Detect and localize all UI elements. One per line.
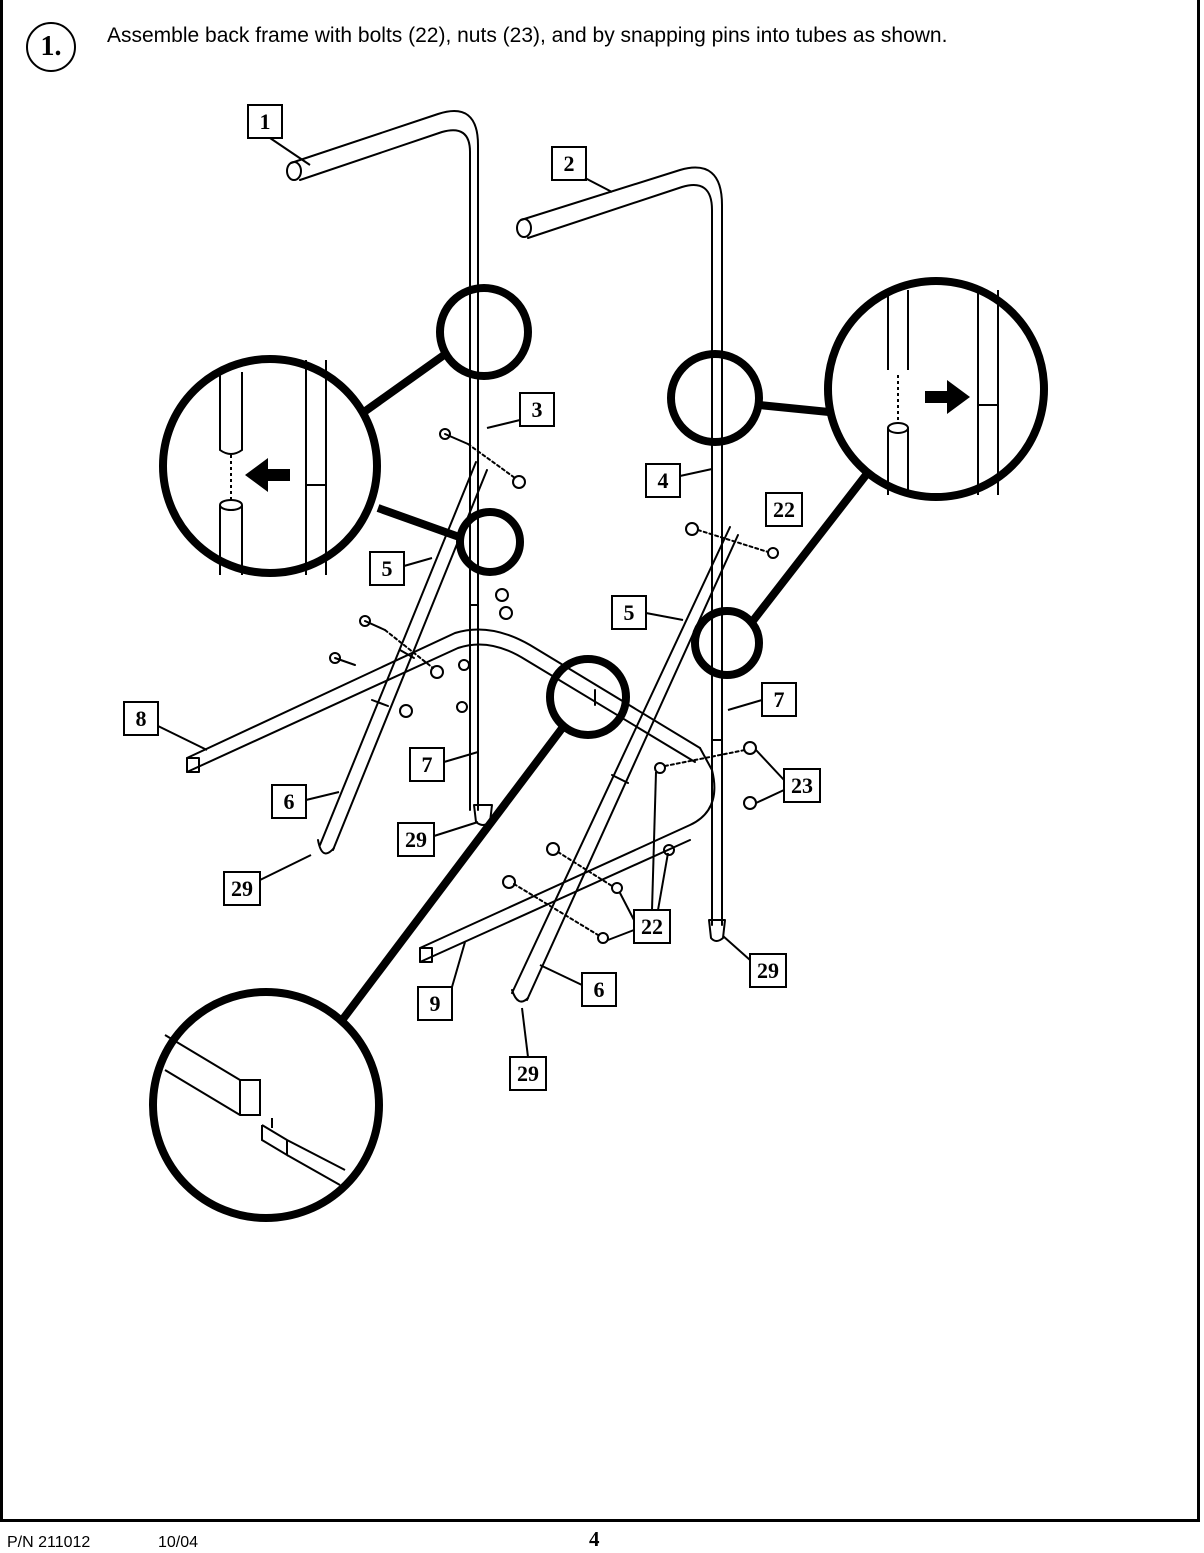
fastener-dash-lines	[384, 443, 769, 936]
fasteners	[329, 428, 779, 944]
page-number: 4	[589, 1527, 600, 1551]
crossbar-9	[419, 747, 716, 963]
callout-6-left: 6	[284, 789, 295, 814]
callout-5-right: 5	[624, 600, 635, 625]
callout-7-right: 7	[774, 687, 785, 712]
callout-6-right: 6	[594, 977, 605, 1002]
callout-2: 2	[564, 151, 575, 176]
step-number-badge: 1.	[26, 22, 76, 72]
callout-9: 9	[430, 991, 441, 1016]
callout-29-c: 29	[757, 958, 779, 983]
step-number: 1.	[40, 31, 62, 62]
tube-2	[516, 166, 723, 926]
callout-29-d: 29	[517, 1061, 539, 1086]
right-detail-contents	[887, 290, 999, 495]
leader-lines	[157, 137, 785, 1058]
callout-22-bottom: 22	[641, 914, 663, 939]
arrow-right-icon	[925, 380, 970, 414]
callout-22-top: 22	[773, 497, 795, 522]
detail-views	[149, 277, 1048, 1222]
callout-4: 4	[658, 468, 669, 493]
tube-1	[286, 110, 479, 811]
crossbar-8	[186, 628, 701, 773]
callout-23: 23	[791, 773, 813, 798]
callout-1: 1	[260, 109, 271, 134]
left-detail-contents	[219, 360, 327, 575]
callout-29-b: 29	[231, 876, 253, 901]
callout-5-left: 5	[382, 556, 393, 581]
right-brace	[511, 526, 739, 1003]
revision-date: 10/04	[158, 1534, 199, 1551]
part-number: P/N 211012	[7, 1534, 91, 1551]
callout-3: 3	[532, 397, 543, 422]
bottom-detail-contents	[164, 1034, 346, 1186]
step-instruction: Assemble back frame with bolts (22), nut…	[107, 24, 948, 47]
arrow-left-icon	[245, 458, 290, 492]
callout-8: 8	[136, 706, 147, 731]
callout-29-a: 29	[405, 827, 427, 852]
page-border	[0, 0, 1200, 1522]
callout-7-left: 7	[422, 752, 433, 777]
